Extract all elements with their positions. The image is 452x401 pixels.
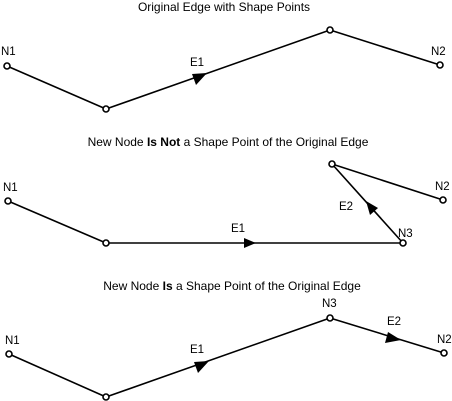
label-n3: N3 xyxy=(322,298,337,310)
edge-e2-arrow-icon xyxy=(366,201,378,215)
edge-e1-polyline xyxy=(6,29,441,110)
diagram-1-caption: Original Edge with Shape Points xyxy=(138,0,310,14)
shape-point xyxy=(102,393,110,401)
diagram-new-node-is-shape-point: New Node Is a Shape Point of the Origina… xyxy=(5,279,452,401)
node-n3 xyxy=(399,239,407,247)
shape-point xyxy=(102,105,110,113)
edge-e2-polyline xyxy=(329,317,445,354)
label-n1: N1 xyxy=(3,182,18,194)
node-n3 xyxy=(326,314,334,322)
diagram-3-caption: New Node Is a Shape Point of the Origina… xyxy=(103,279,361,293)
edge-e2-arrow-icon xyxy=(385,332,401,343)
label-e2: E2 xyxy=(339,201,353,213)
edge-e1-arrow-icon xyxy=(244,238,256,248)
node-n1 xyxy=(5,350,13,358)
diagram-new-node-not-shape-point: New Node Is Not a Shape Point of the Ori… xyxy=(3,135,450,248)
node-n1 xyxy=(4,197,12,205)
diagram-original-edge: Original Edge with Shape Points N1 N2 E1 xyxy=(1,0,446,113)
shape-point xyxy=(328,160,336,168)
label-e1: E1 xyxy=(190,57,204,69)
label-e1: E1 xyxy=(190,344,204,356)
edge-e1-arrow-icon xyxy=(192,73,207,85)
shape-point xyxy=(102,239,110,247)
node-n1 xyxy=(3,62,11,70)
label-e1: E1 xyxy=(231,223,245,235)
node-n2 xyxy=(440,349,448,357)
label-n1: N1 xyxy=(5,335,20,347)
label-n3: N3 xyxy=(398,228,413,240)
label-n2: N2 xyxy=(431,46,446,58)
label-n2: N2 xyxy=(437,334,452,346)
node-n2 xyxy=(436,61,444,69)
diagram-2-caption: New Node Is Not a Shape Point of the Ori… xyxy=(88,135,369,149)
edge-e1-arrow-icon xyxy=(194,361,209,373)
shape-point xyxy=(326,26,334,34)
node-n2 xyxy=(439,196,447,204)
label-n1: N1 xyxy=(1,46,16,58)
label-n2: N2 xyxy=(435,181,450,193)
label-e2: E2 xyxy=(387,316,401,328)
edge-e1-polyline xyxy=(8,317,331,398)
